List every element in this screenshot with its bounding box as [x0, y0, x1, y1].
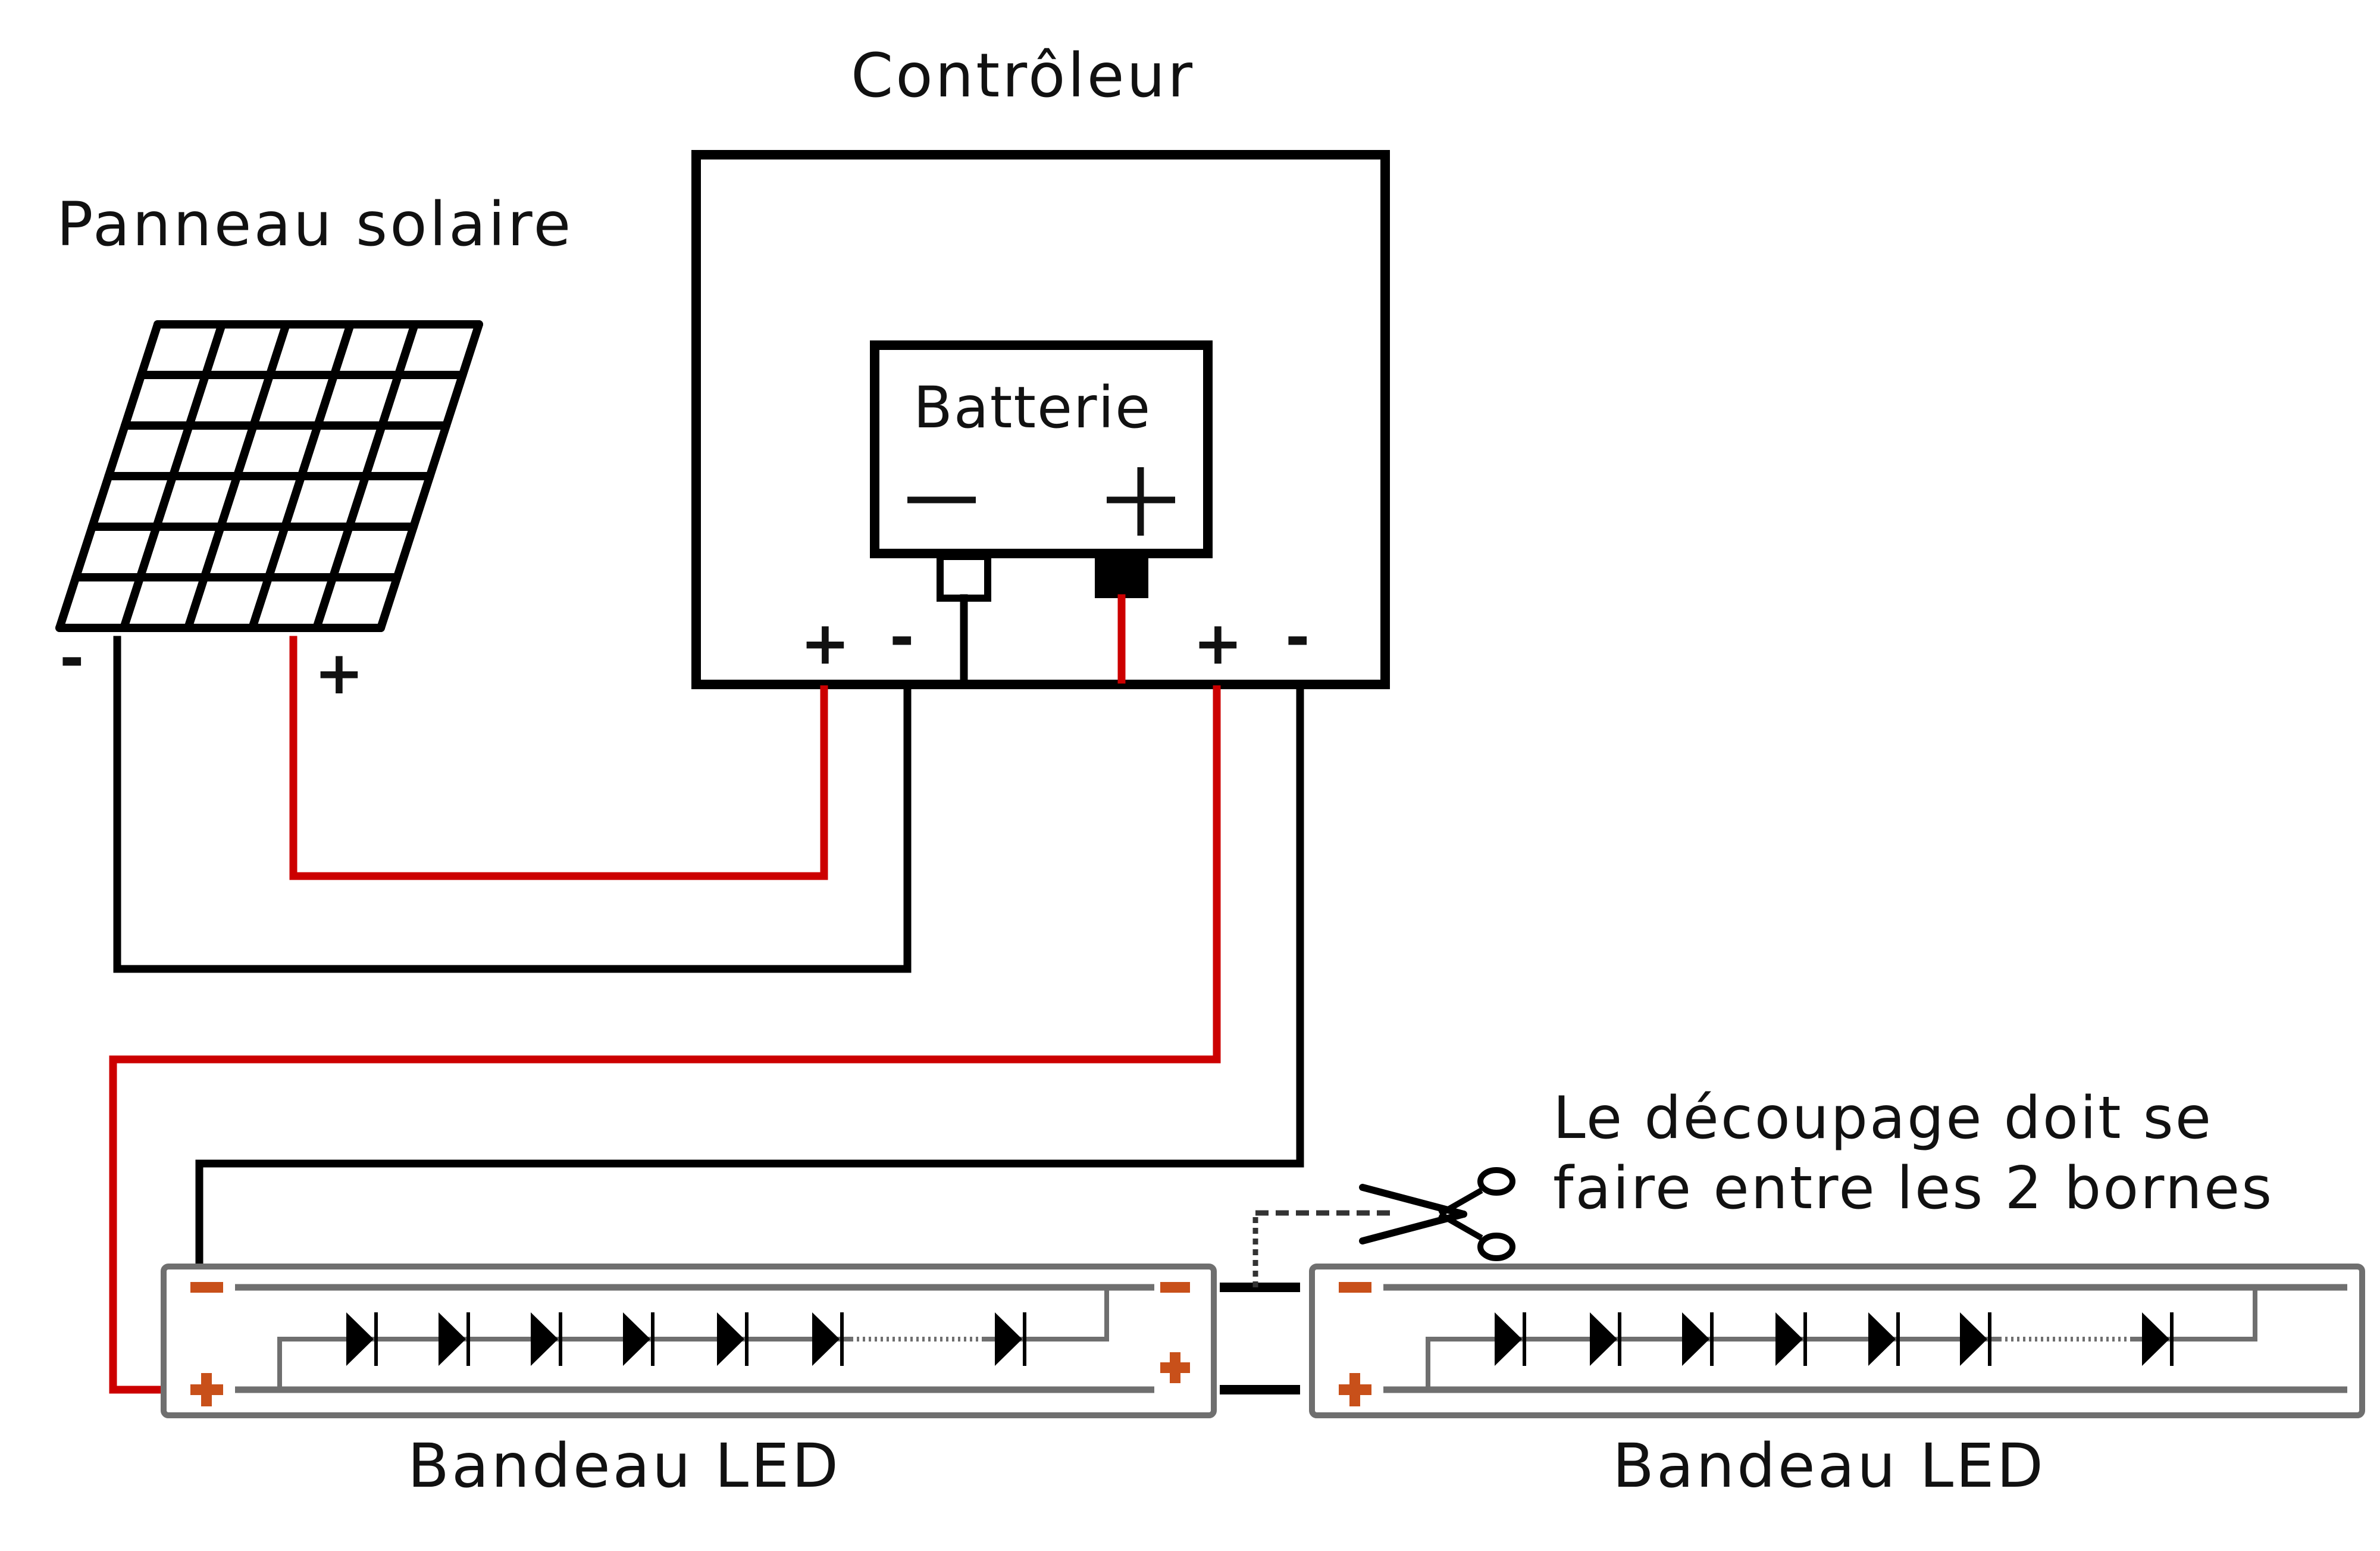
diode-triangle [717, 1312, 744, 1366]
diode-triangle [1495, 1312, 1522, 1366]
solar-panel-label: Panneau solaire [57, 189, 573, 260]
diode-triangle [995, 1312, 1022, 1366]
diode-triangle [1775, 1312, 1803, 1366]
solar-panel-icon [55, 320, 483, 632]
diode-icon [439, 1312, 470, 1366]
panel-column-line [120, 320, 226, 632]
panel-column-line [248, 320, 355, 632]
scissors-icon [1359, 1167, 1515, 1261]
cut-note-line-1: Le découpage doit se [1553, 1084, 2213, 1152]
led-strip-left [161, 1264, 1217, 1418]
diode-triangle [1682, 1312, 1709, 1366]
diode-icon [1495, 1312, 1526, 1366]
diode-icon [1590, 1312, 1621, 1366]
diode-triangle [812, 1312, 840, 1366]
diode-triangle [346, 1312, 374, 1366]
controller-box [691, 150, 1390, 689]
diode-triangle [531, 1312, 558, 1366]
diode-icon [1682, 1312, 1714, 1366]
panel-column-line [377, 320, 483, 632]
panel-negative-label: - [60, 623, 84, 693]
panel-negative-wire [113, 636, 912, 973]
diode-icon [2142, 1312, 2174, 1366]
diode-icon [1960, 1312, 1991, 1366]
diode-triangle [1960, 1312, 1987, 1366]
battery: Batterie [870, 340, 1213, 687]
controller-panel-negative-label: - [890, 602, 915, 672]
plus-icon [1107, 467, 1175, 536]
diode-icon [531, 1312, 562, 1366]
led-strip-right [1309, 1264, 2365, 1418]
diode-triangle [1868, 1312, 1896, 1366]
controller-load-positive-label: + [1193, 608, 1243, 678]
led-strip-right-label: Bandeau LED [1612, 1431, 2046, 1502]
diode-icon [1775, 1312, 1807, 1366]
diode-triangle [439, 1312, 466, 1366]
diode-icon [717, 1312, 749, 1366]
load-positive-wire [109, 685, 1221, 1394]
panel-positive-wire [289, 636, 828, 880]
diode-triangle [2142, 1312, 2169, 1366]
diode-icon [623, 1312, 654, 1366]
battery-positive-terminal [1095, 556, 1148, 598]
diode-icon [1868, 1312, 1900, 1366]
diode-icon [812, 1312, 844, 1366]
controller-panel-positive-label: + [800, 608, 850, 678]
controller-load-negative-label: - [1285, 602, 1310, 672]
panel-column-line [55, 320, 162, 632]
led-trace [277, 1337, 851, 1390]
cut-note-line-2: faire entre les 2 bornes [1553, 1155, 2273, 1222]
battery-box [870, 340, 1213, 558]
led-strip-left-label: Bandeau LED [408, 1431, 841, 1502]
panel-column-line [184, 320, 290, 632]
led-trace [1426, 1337, 1999, 1390]
diode-icon [346, 1312, 378, 1366]
battery-label: Batterie [913, 374, 1151, 441]
battery-negative-terminal [937, 553, 991, 602]
controller-label: Contrôleur [851, 40, 1195, 111]
diode-triangle [623, 1312, 650, 1366]
panel-positive-label: + [314, 638, 364, 708]
diode-icon [995, 1312, 1026, 1366]
panel-column-line [312, 320, 419, 632]
load-negative-wire [195, 685, 1304, 1265]
diode-triangle [1590, 1312, 1617, 1366]
